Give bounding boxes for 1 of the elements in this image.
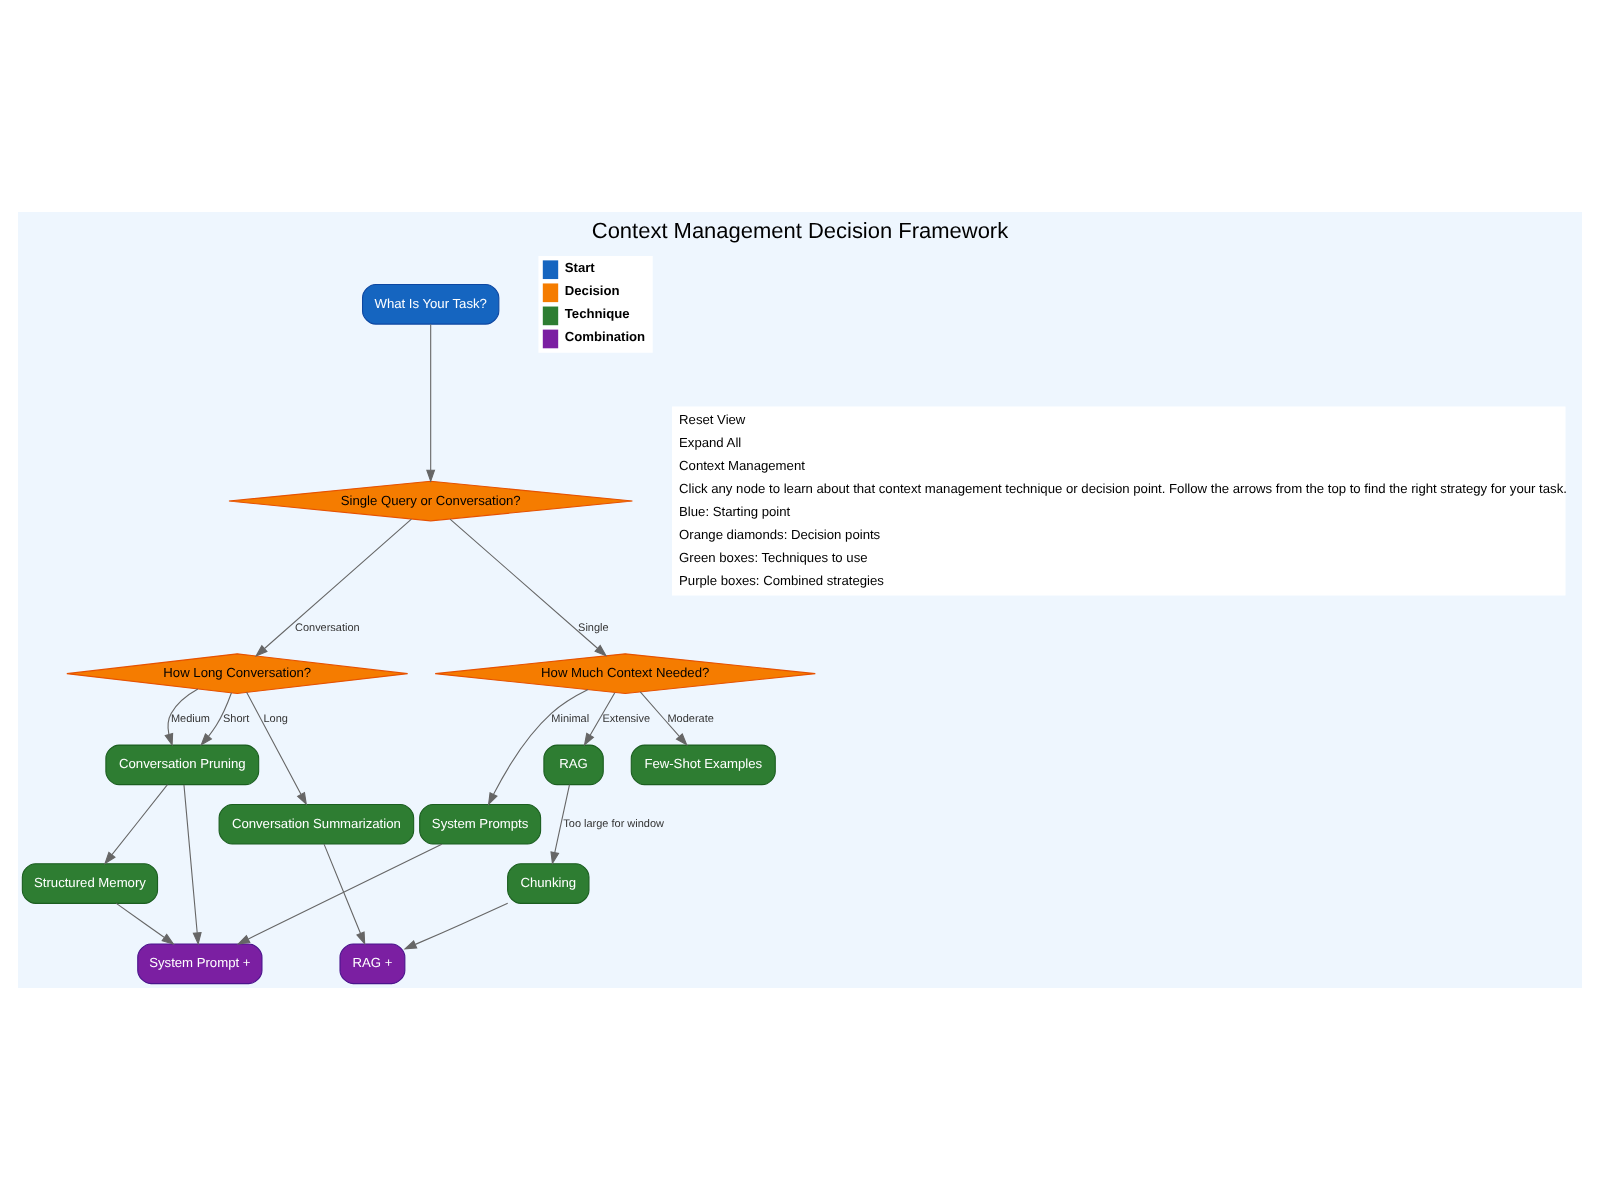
diagram-title: Context Management Decision Framework — [591, 220, 1009, 245]
